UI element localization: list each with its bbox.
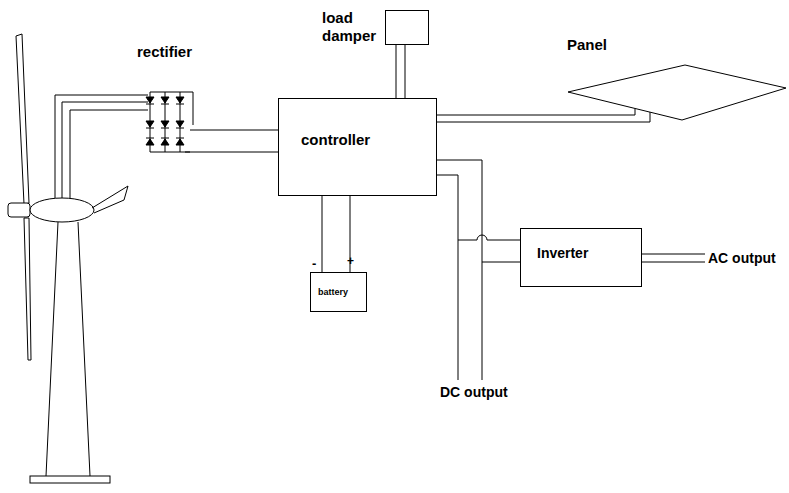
turbine-tail <box>92 186 128 213</box>
battery-box: battery <box>310 272 367 312</box>
wire <box>437 112 650 122</box>
node-label: load damper <box>322 9 382 45</box>
controller-box: controller <box>278 98 437 196</box>
wire <box>55 95 148 198</box>
diode-bridge-symbol <box>146 92 193 152</box>
output-label: DC output <box>440 384 508 400</box>
wire-connector <box>190 130 278 131</box>
panel-outline <box>567 64 787 121</box>
output-label: AC output <box>708 250 776 266</box>
wire <box>642 262 705 263</box>
turbine-blade <box>16 34 29 204</box>
wire <box>185 152 278 153</box>
node-label: controller <box>301 131 370 149</box>
terminal-sign: + <box>347 254 354 268</box>
inverter-box: Inverter <box>520 228 642 287</box>
node-label: battery <box>318 287 348 298</box>
turbine-blade <box>24 218 31 360</box>
solar-panel: Panel <box>567 64 787 121</box>
wire-hop <box>458 235 520 240</box>
terminal-sign: - <box>312 256 316 271</box>
turbine-base <box>30 476 110 483</box>
node-label: rectifier <box>137 43 192 61</box>
wire <box>437 175 458 380</box>
node-label: Inverter <box>537 245 588 262</box>
wire <box>396 45 397 98</box>
turbine-nacelle <box>30 198 94 222</box>
wire <box>642 254 705 255</box>
wire-connector <box>405 45 406 98</box>
load-damper-box: load damper <box>385 10 429 45</box>
wire <box>482 262 483 380</box>
turbine-tower <box>78 222 90 476</box>
turbine-tower <box>46 222 58 476</box>
wire-connector <box>437 160 520 262</box>
node-label: Panel <box>567 36 607 54</box>
wire-connector <box>437 109 635 115</box>
turbine-hub <box>8 203 30 217</box>
wire <box>62 102 148 198</box>
rectifier-bridge: rectifier <box>145 85 190 155</box>
wire <box>70 110 148 198</box>
wire <box>322 196 323 272</box>
